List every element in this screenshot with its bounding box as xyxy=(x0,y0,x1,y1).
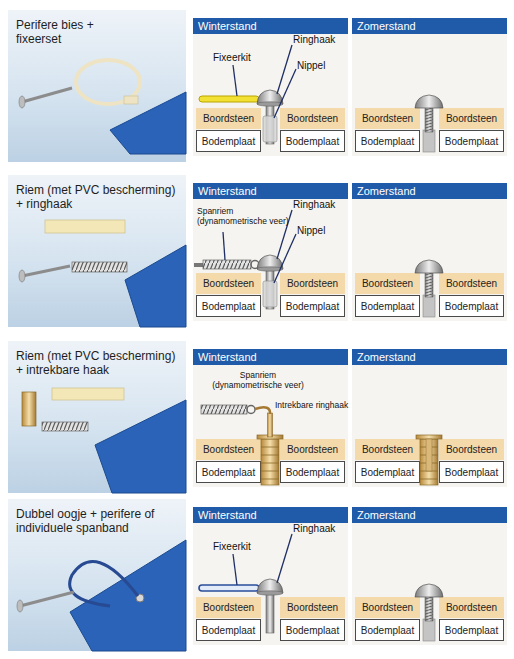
curb-stone-block: Boordsteen xyxy=(280,108,345,129)
curb-stone-block: Boordsteen xyxy=(280,273,345,294)
position-panel: ZomerstandBoordsteen BoordsteenBodemplaat… xyxy=(352,183,507,321)
position-panel: ZomerstandBoordsteen BoordsteenBodemplaat… xyxy=(352,18,507,156)
product-photo-panel: Perifere bies + fixeerset xyxy=(8,10,186,162)
part-label: Ringhaak xyxy=(293,523,335,535)
floor-plate-block: Bodemplaat xyxy=(280,619,345,641)
block-label: Boordsteen xyxy=(287,602,338,613)
curb-stone-block: Boordsteen xyxy=(355,108,420,129)
floor-plate-block: Bodemplaat xyxy=(439,619,504,641)
block-label: Bodemplaat xyxy=(445,301,498,312)
curb-stone-block: Boordsteen xyxy=(280,597,345,618)
block-label: Boordsteen xyxy=(287,113,338,124)
block-label: Bodemplaat xyxy=(361,625,414,636)
floor-plate-block: Bodemplaat xyxy=(355,295,420,317)
block-label: Bodemplaat xyxy=(361,136,414,147)
curb-stone-block: Boordsteen xyxy=(439,273,504,294)
floor-plate-block: Bodemplaat xyxy=(280,295,345,317)
block-label: Bodemplaat xyxy=(361,467,414,478)
panel-heading: Zomerstand xyxy=(352,507,507,523)
panel-heading: Winterstand xyxy=(193,349,348,365)
block-label: Boordsteen xyxy=(362,278,413,289)
block-label: Boordsteen xyxy=(362,602,413,613)
floor-plate-block: Bodemplaat xyxy=(280,461,345,483)
product-photo-panel: Riem (met PVC bescherming) + ringhaak xyxy=(8,175,186,327)
part-label: Spanriem (dynamometrische veer) xyxy=(205,371,311,391)
curb-stone-block: Boordsteen xyxy=(196,597,261,618)
panel-heading: Winterstand xyxy=(193,183,348,199)
floor-plate-block: Bodemplaat xyxy=(280,130,345,152)
block-label: Bodemplaat xyxy=(202,136,255,147)
part-label: Intrekbare ringhaak xyxy=(275,401,348,411)
block-label: Bodemplaat xyxy=(286,136,339,147)
curb-stone-block: Boordsteen xyxy=(196,439,261,460)
part-label: Spanriem (dynamometrische veer) xyxy=(197,207,303,227)
block-label: Boordsteen xyxy=(362,444,413,455)
part-label: Fixeerkit xyxy=(213,541,251,553)
position-panel: WinterstandBoordsteen BoordsteenBodemplaa… xyxy=(193,349,348,487)
block-label: Bodemplaat xyxy=(286,467,339,478)
curb-stone-block: Boordsteen xyxy=(439,597,504,618)
curb-stone-block: Boordsteen xyxy=(439,108,504,129)
product-photo-panel: Dubbel oogje + perifere of individuele s… xyxy=(8,499,186,651)
product-caption: Perifere bies + fixeerset xyxy=(16,18,106,46)
panel-heading: Winterstand xyxy=(193,18,348,34)
part-label: Nippel xyxy=(297,60,325,72)
block-label: Bodemplaat xyxy=(445,467,498,478)
block-label: Boordsteen xyxy=(203,444,254,455)
block-label: Boordsteen xyxy=(287,278,338,289)
floor-plate-block: Bodemplaat xyxy=(196,130,261,152)
product-photo-panel: Riem (met PVC bescherming) + intrekbare … xyxy=(8,341,186,493)
panel-heading: Zomerstand xyxy=(352,18,507,34)
block-label: Boordsteen xyxy=(446,113,497,124)
part-label: Fixeerkit xyxy=(213,52,251,64)
block-label: Bodemplaat xyxy=(445,625,498,636)
block-label: Bodemplaat xyxy=(286,625,339,636)
curb-stone-block: Boordsteen xyxy=(355,273,420,294)
block-label: Bodemplaat xyxy=(202,625,255,636)
block-label: Bodemplaat xyxy=(202,301,255,312)
block-label: Bodemplaat xyxy=(286,301,339,312)
part-label: Ringhaak xyxy=(293,199,335,211)
block-label: Boordsteen xyxy=(446,444,497,455)
floor-plate-block: Bodemplaat xyxy=(196,619,261,641)
floor-plate-block: Bodemplaat xyxy=(355,461,420,483)
block-label: Boordsteen xyxy=(203,113,254,124)
floor-plate-block: Bodemplaat xyxy=(355,619,420,641)
block-label: Boordsteen xyxy=(362,113,413,124)
position-panel: ZomerstandBoordsteen BoordsteenBodemplaat… xyxy=(352,507,507,645)
curb-stone-block: Boordsteen xyxy=(196,108,261,129)
curb-stone-block: Boordsteen xyxy=(355,597,420,618)
block-label: Boordsteen xyxy=(203,278,254,289)
floor-plate-block: Bodemplaat xyxy=(439,130,504,152)
curb-stone-block: Boordsteen xyxy=(439,439,504,460)
position-panel: ZomerstandBoordsteen BoordsteenBodemplaat… xyxy=(352,349,507,487)
panel-heading: Zomerstand xyxy=(352,183,507,199)
block-label: Boordsteen xyxy=(446,602,497,613)
panel-heading: Winterstand xyxy=(193,507,348,523)
floor-plate-block: Bodemplaat xyxy=(439,295,504,317)
curb-stone-block: Boordsteen xyxy=(355,439,420,460)
block-label: Bodemplaat xyxy=(202,467,255,478)
floor-plate-block: Bodemplaat xyxy=(355,130,420,152)
block-label: Boordsteen xyxy=(287,444,338,455)
product-caption: Dubbel oogje + perifere of individuele s… xyxy=(16,507,184,535)
block-label: Boordsteen xyxy=(446,278,497,289)
floor-plate-block: Bodemplaat xyxy=(439,461,504,483)
floor-plate-block: Bodemplaat xyxy=(196,461,261,483)
part-label: Ringhaak xyxy=(293,34,335,46)
block-label: Bodemplaat xyxy=(361,301,414,312)
curb-stone-block: Boordsteen xyxy=(196,273,261,294)
floor-plate-block: Bodemplaat xyxy=(196,295,261,317)
block-label: Bodemplaat xyxy=(445,136,498,147)
product-caption: Riem (met PVC bescherming) + ringhaak xyxy=(16,183,184,211)
panel-heading: Zomerstand xyxy=(352,349,507,365)
curb-stone-block: Boordsteen xyxy=(280,439,345,460)
product-caption: Riem (met PVC bescherming) + intrekbare … xyxy=(16,349,184,377)
part-label: Nippel xyxy=(297,225,325,237)
block-label: Boordsteen xyxy=(203,602,254,613)
